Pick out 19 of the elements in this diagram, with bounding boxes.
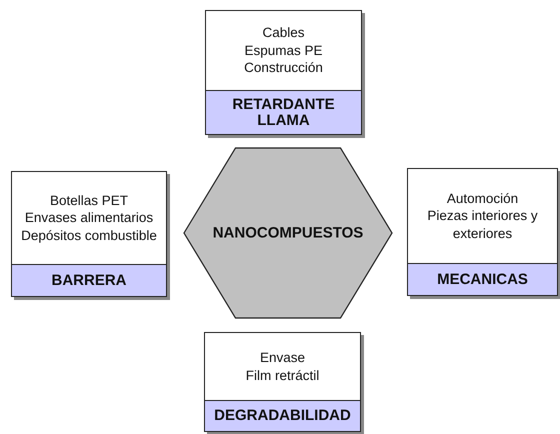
application-item: Automoción (446, 190, 518, 208)
application-card (205, 10, 362, 135)
application-item: Construcción (244, 59, 323, 77)
application-item: Botellas PET (50, 192, 128, 210)
property-heading: DEGRADABILIDAD (205, 400, 360, 431)
property-heading: BARRERA (12, 264, 166, 296)
property-heading: RETARDANTE LLAMA (206, 90, 361, 134)
application-item: Depósitos combustible (21, 226, 157, 244)
application-card (204, 332, 361, 432)
application-item: Espumas PE (244, 42, 323, 60)
property-heading: MECANICAS (408, 263, 557, 295)
application-item: Envases alimentarios (24, 209, 154, 227)
application-card (407, 168, 558, 296)
application-item: Envase (260, 348, 306, 366)
application-card (11, 171, 167, 297)
application-item: Cables (262, 24, 305, 42)
application-item: Film retráctil (246, 366, 320, 384)
application-item: Piezas interiores y exteriores (426, 207, 539, 242)
hexagon-label: NANOCOMPUESTOS (212, 224, 364, 242)
